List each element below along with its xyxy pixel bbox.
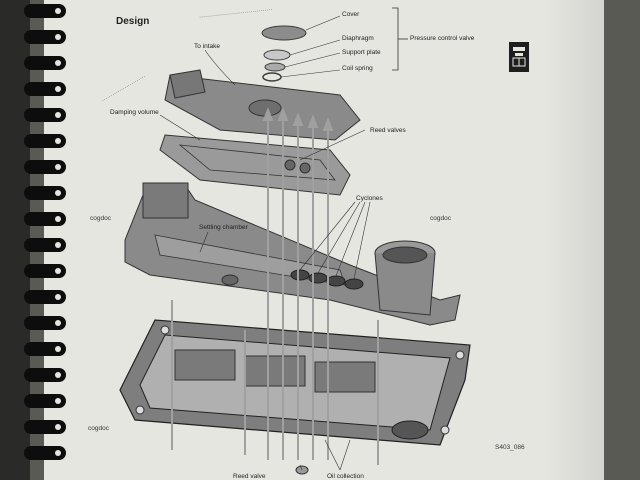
reed-valves-part [159, 134, 351, 196]
reed-valve-label: Reed valve [233, 473, 266, 480]
book-reference-icon [509, 42, 529, 72]
damping-volume-label: Damping volume [110, 109, 159, 116]
cyclones-label: Cyclones [356, 195, 383, 202]
reed-valves-label: Reed valves [370, 127, 406, 134]
section-title: Design [116, 16, 150, 27]
to-intake-label: To intake [194, 43, 221, 50]
cover-label: Cover [342, 11, 360, 18]
settling-chamber-label: Settling chamber [199, 224, 248, 231]
settling-chamber-part [124, 182, 461, 326]
cover-part [261, 25, 307, 41]
diaphragm-label: Diaphragm [342, 35, 374, 42]
valve-cover-part [119, 319, 471, 446]
diaphragm-part [263, 49, 291, 61]
support-plate-part [264, 62, 286, 72]
support-plate-label: Support plate [342, 49, 381, 56]
figure-code: S403_086 [495, 444, 525, 451]
spiral-binding-icon [0, 0, 66, 480]
coil-spring-label: Coil spring [342, 65, 373, 72]
coil-spring-part [262, 72, 282, 82]
oil-collection-label: Oil collection [327, 473, 364, 480]
watermark-tag: cogdoc [430, 215, 451, 222]
watermark-tag: cogdoc [88, 425, 109, 432]
leader-lines [159, 15, 371, 471]
assembly-arrows [171, 107, 379, 465]
pressure-control-valve-label: Pressure control valve [410, 35, 475, 42]
watermark-tag: cogdoc [90, 215, 111, 222]
